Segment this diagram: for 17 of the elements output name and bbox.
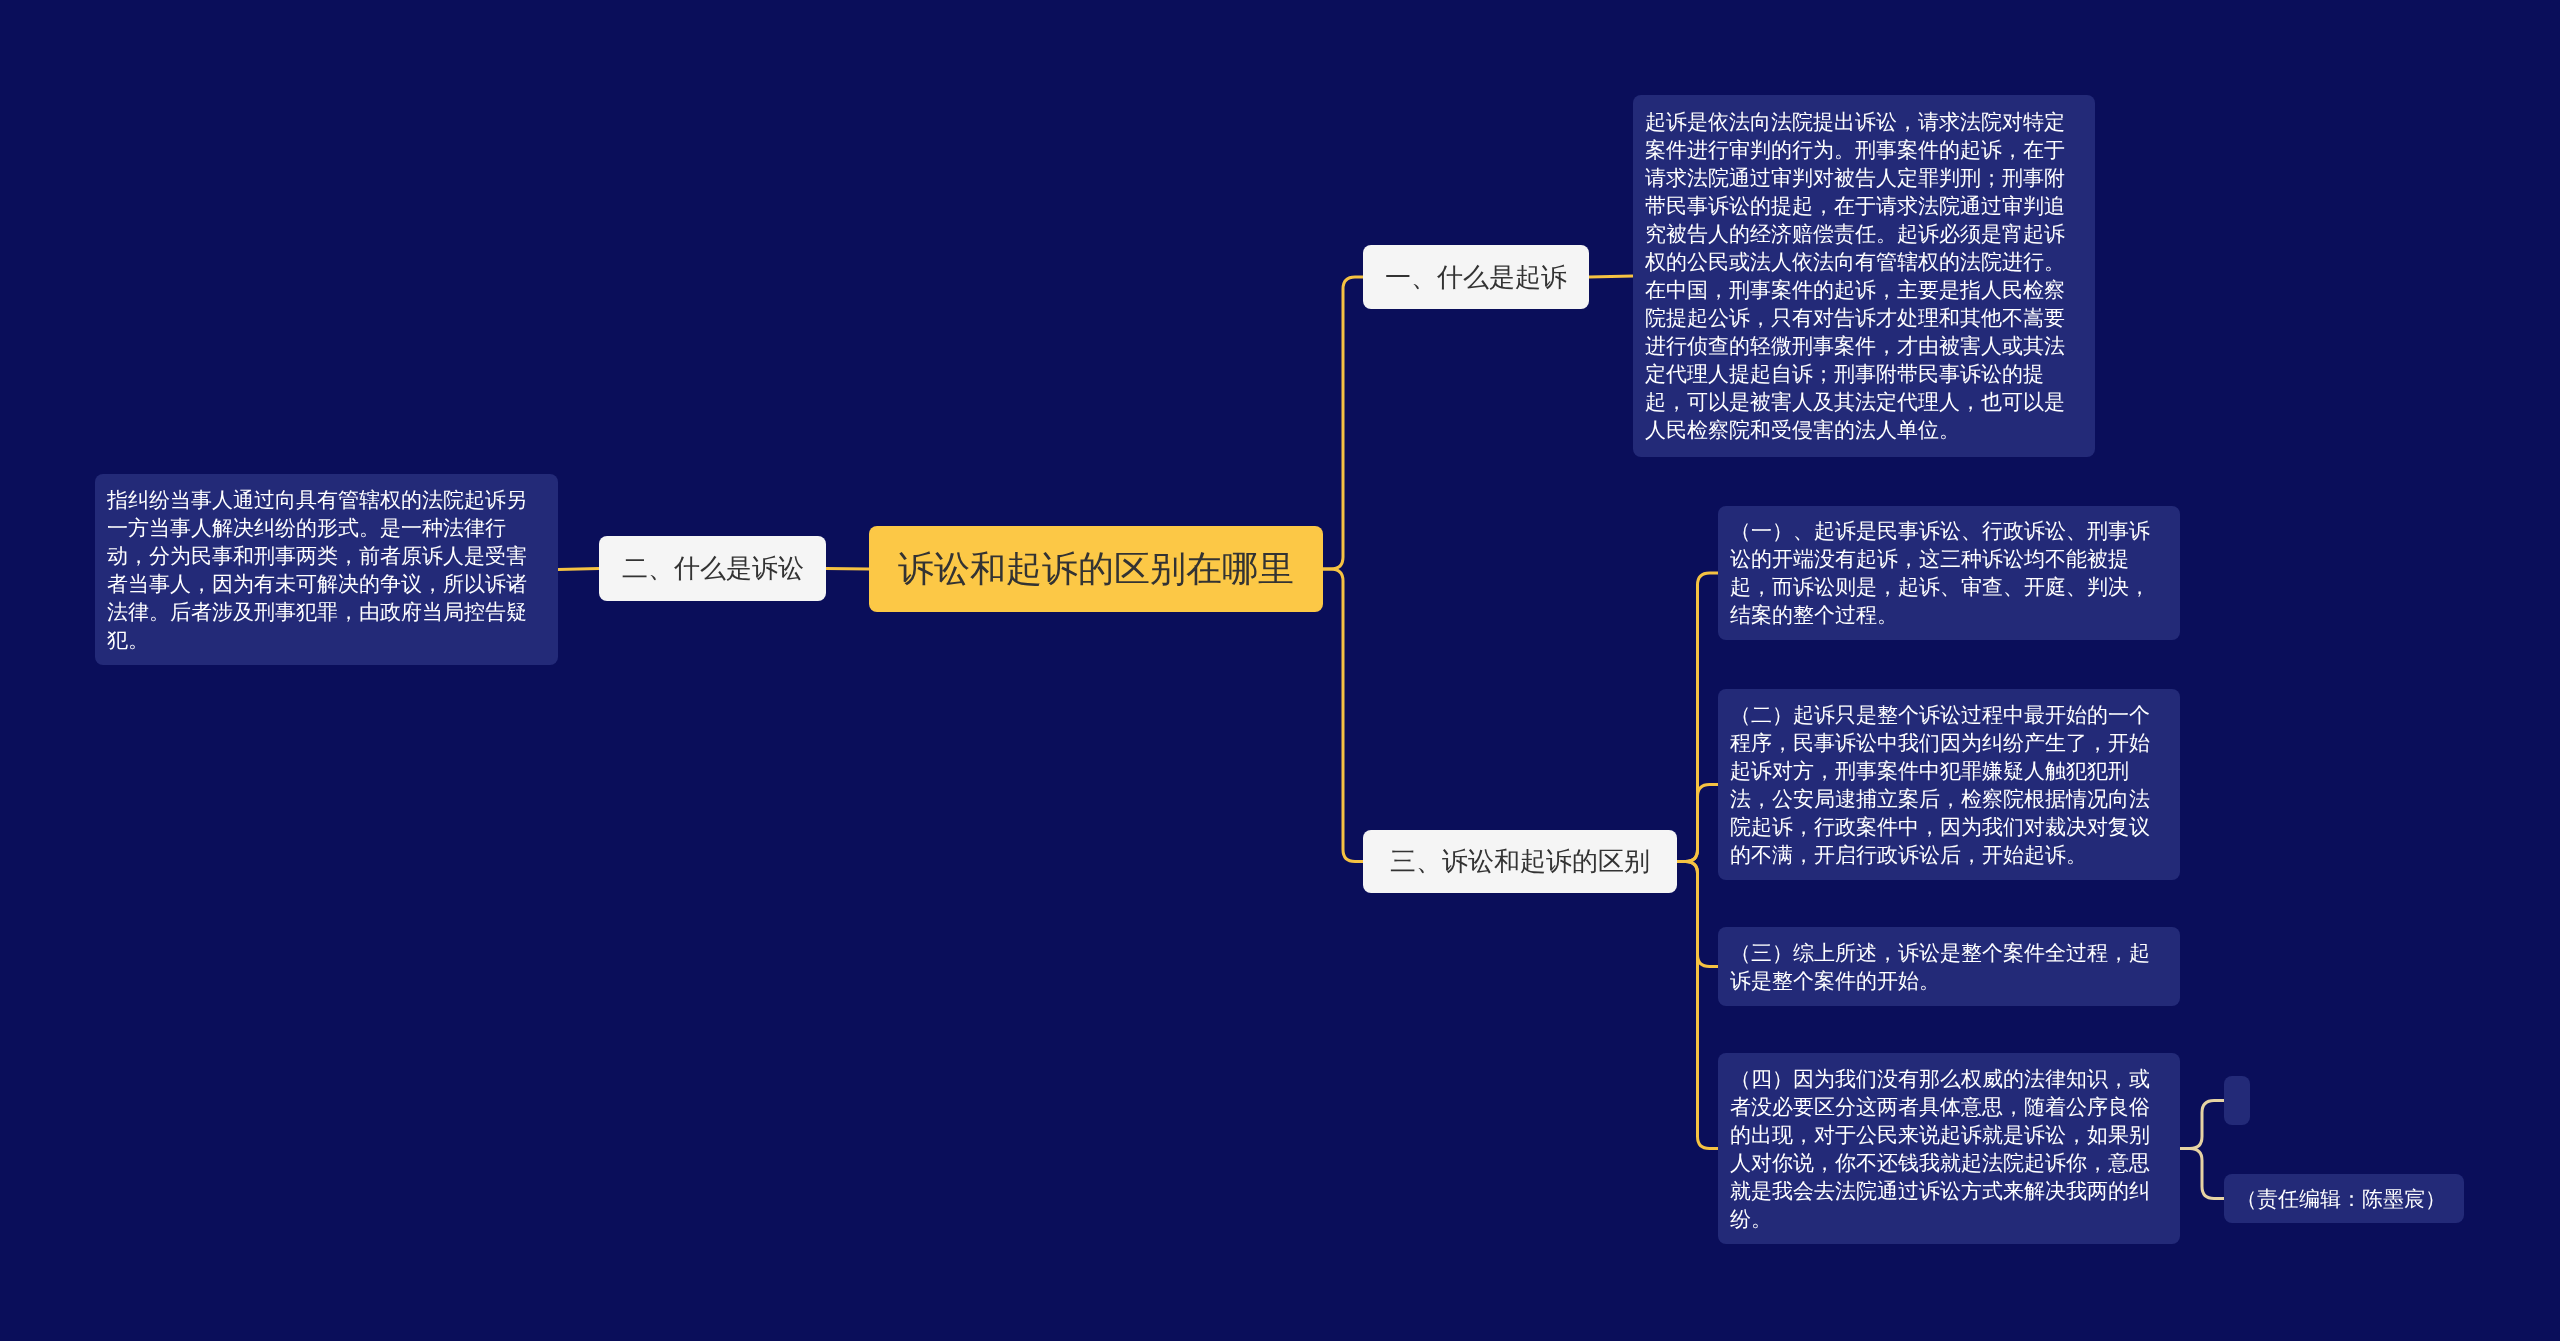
connector-line [1677, 860, 1718, 1150]
branch-box: 三、诉讼和起诉的区别 [1363, 830, 1677, 893]
connector-line [1588, 274, 1634, 279]
text-card: （二）起诉只是整个诉讼过程中最开始的一个程序，民事诉讼中我们因为纠纷产生了，开始起诉对方，刑事案件中犯罪嫌疑人触犯犯刑法，公安局逮捕立案后，检察院根据情况向法院起诉，行政案件中，因为我们对裁决对复议的不满，开启行政诉讼后，开始起诉。 [1718, 689, 2180, 880]
text-card: （一）、起诉是民事诉讼、行政诉讼、刑事诉讼的开端没有起诉，这三种诉讼均不能被提起，而诉讼则是，起诉、审查、开庭、判决，结案的整个过程。 [1718, 506, 2180, 640]
branch-box: 一、什么是起诉 [1363, 245, 1589, 309]
connector-line [826, 567, 869, 571]
connector-line [1323, 567, 1363, 863]
branch-box: 二、什么是诉讼 [599, 536, 826, 601]
text-card: （三）综上所述，诉讼是整个案件全过程，起诉是整个案件的开始。 [1718, 927, 2180, 1006]
text-card: （四）因为我们没有那么权威的法律知识，或者没必要区分这两者具体意思，随着公序良俗的出现，对于公民来说起诉就是诉讼，如果别人对你说，你不还钱我就起法院起诉你，意思就是我会去法院通过诉讼方式来解决我两的纠纷。 [1718, 1053, 2180, 1244]
text-card: 起诉是依法向法院提出诉讼，请求法院对特定案件进行审判的行为。刑事案件的起诉，在于请求法院通过审判对被告人定罪判刑；刑事附带民事诉讼的提起，在于请求法院通过审判追究被告人的经济赔偿责任。起诉必须是宵起诉权的公民或法人依法向有管辖权的法院进行。在中国，刑事案件的起诉，主要是指人民检察院提起公诉，只有对告诉才处理和其他不嵩要进行侦查的轻微刑事案件，才由被害人或其法定代理人提起自诉；刑事附带民事诉讼的提起，可以是被害人及其法定代理人，也可以是人民检察院和受侵害的法人单位。 [1633, 95, 2095, 457]
empty-box [2224, 1076, 2250, 1125]
connector-line [557, 567, 600, 571]
text-card: 指纠纷当事人通过向具有管辖权的法院起诉另一方当事人解决纠纷的形式。是一种法律行动，分为民事和刑事两类，前者原诉人是受害者当事人，因为有未可解决的争议，所以诉诸法律。后者涉及刑事犯罪，由政府当局控告疑犯。 [95, 474, 558, 665]
text-card: （责任编辑：陈墨宸） [2224, 1174, 2464, 1223]
topic-box: 诉讼和起诉的区别在哪里 [869, 526, 1323, 612]
